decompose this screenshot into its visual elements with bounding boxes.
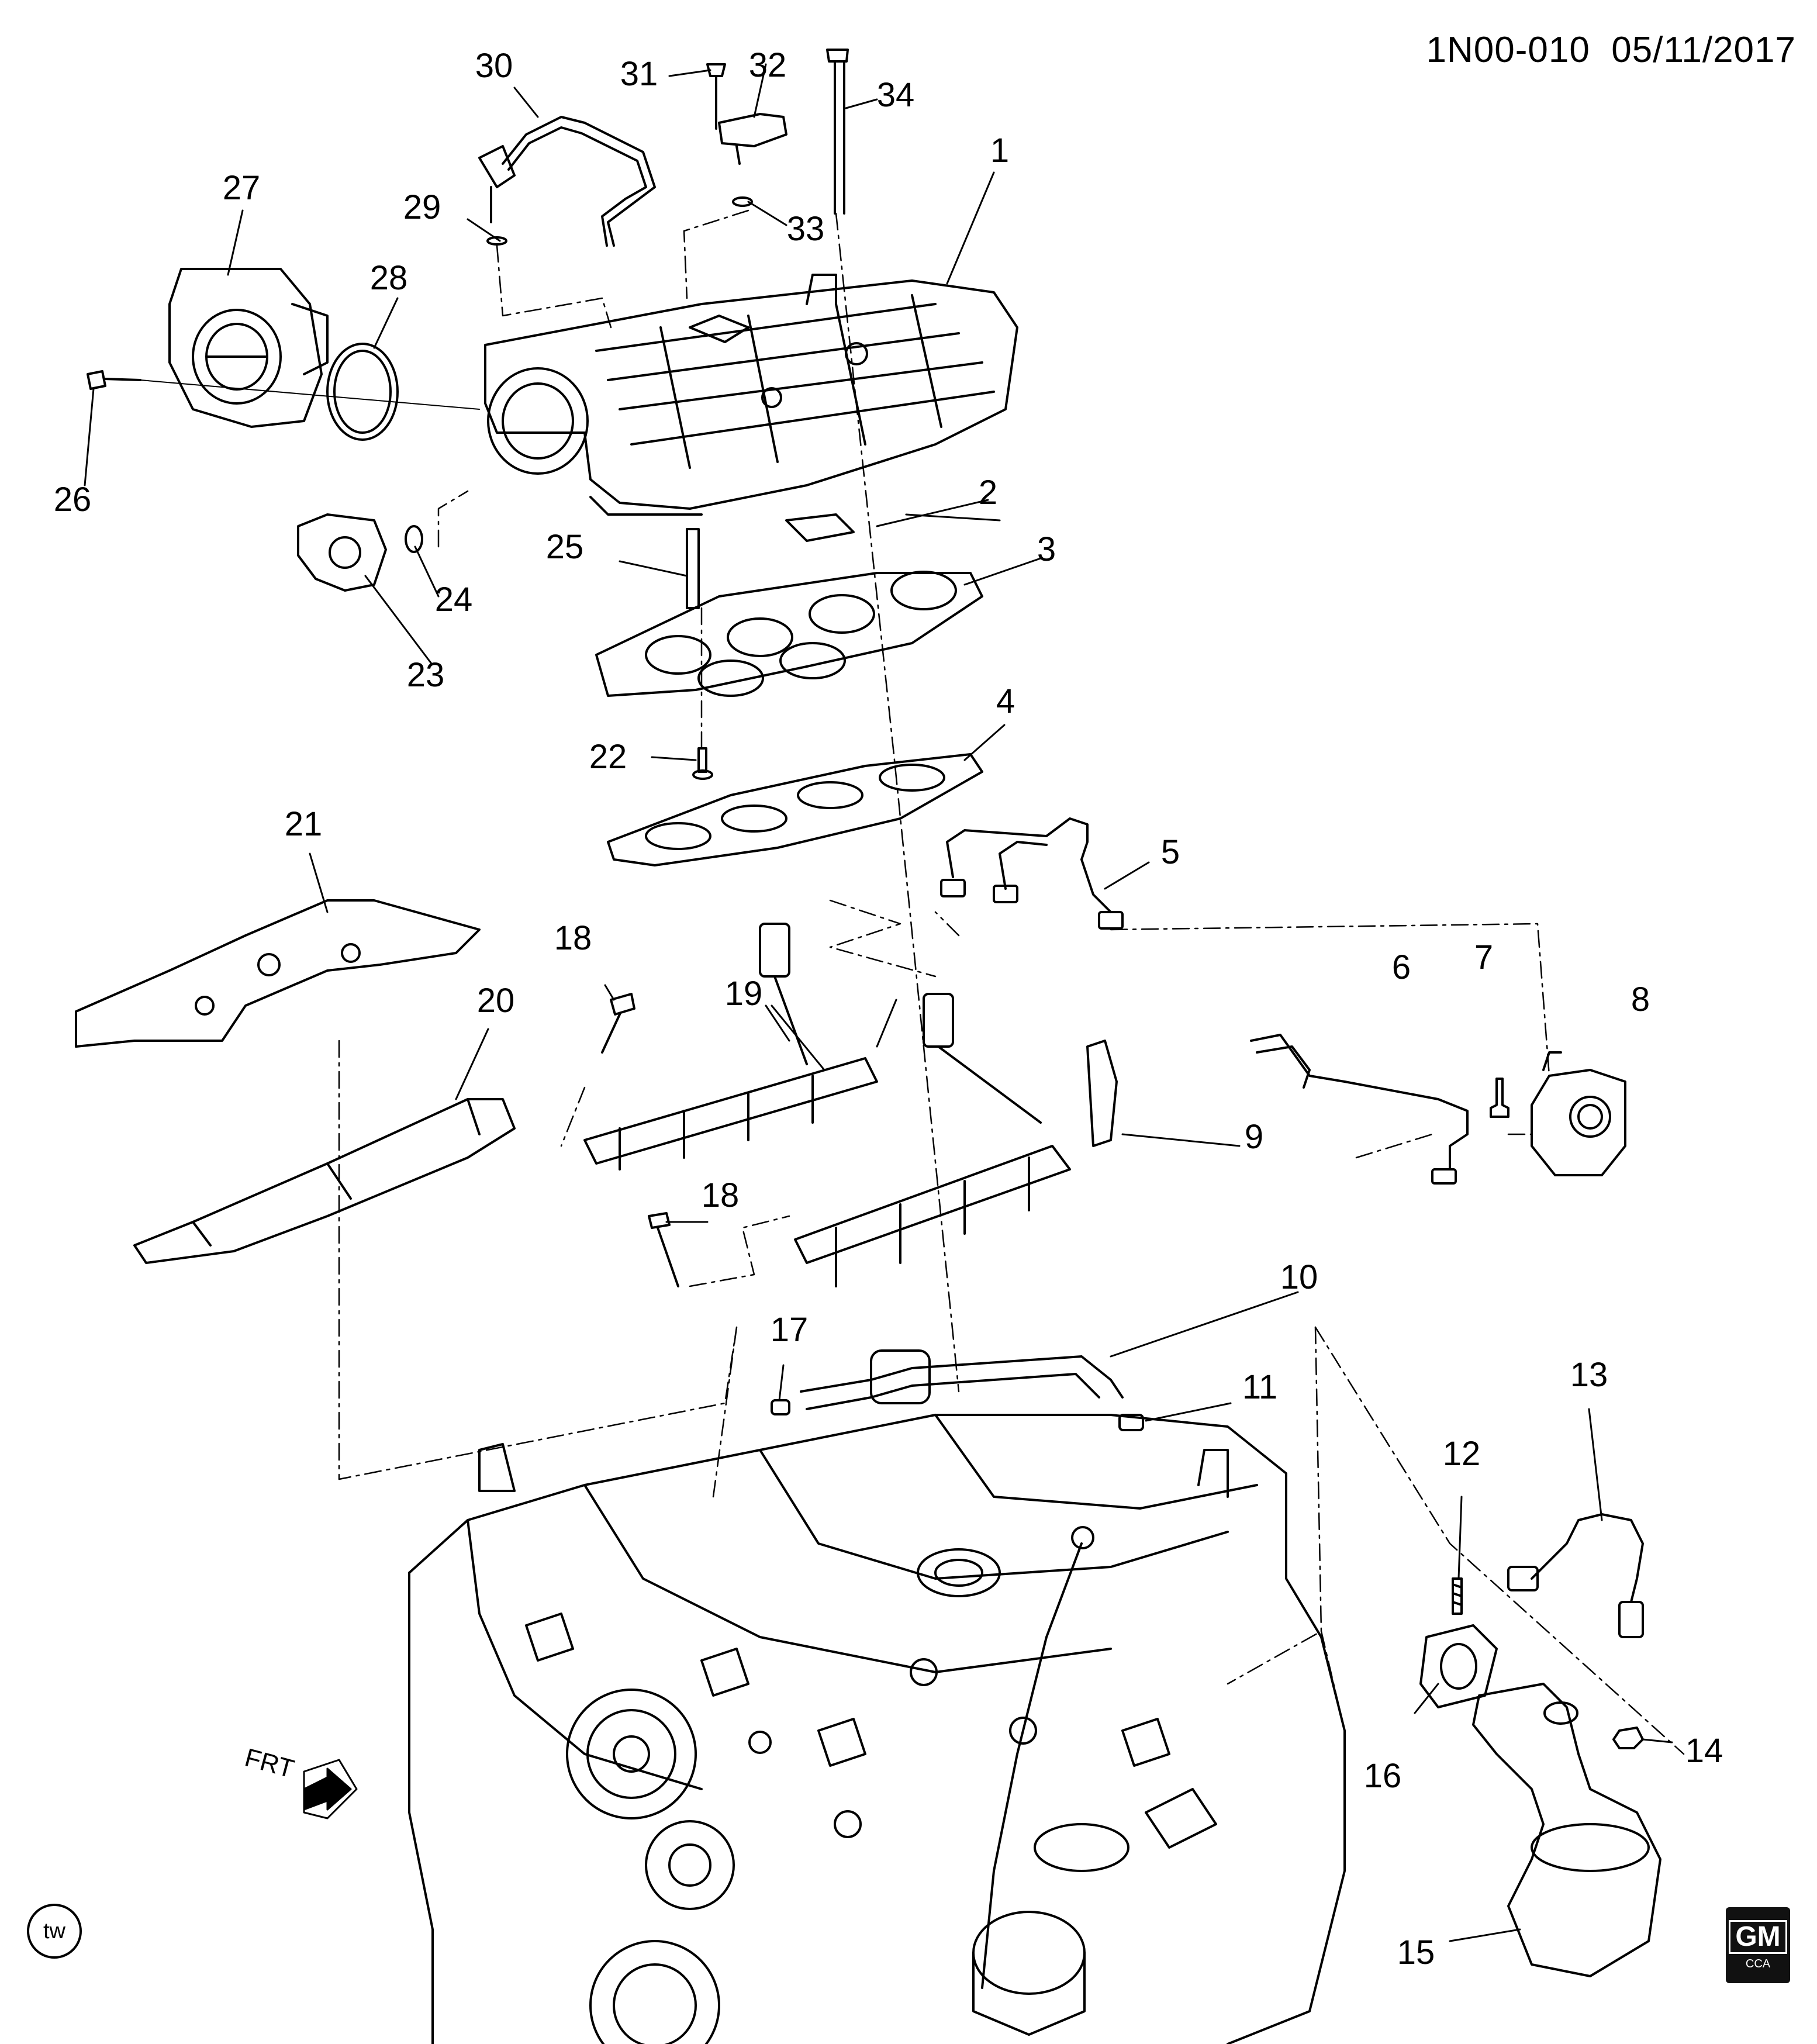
- callout-7: 7: [1474, 938, 1494, 976]
- throttle-o-ring-inner: [333, 350, 392, 434]
- intake-manifold: [484, 274, 1018, 516]
- bolt-7: [1490, 1078, 1509, 1118]
- throttle-o-ring: [326, 343, 399, 441]
- callout-34: 34: [876, 76, 915, 114]
- hose-clamp-17: [771, 1399, 790, 1415]
- tw-label: tw: [43, 1918, 65, 1943]
- callout-29: 29: [403, 188, 441, 226]
- callout-6: 6: [1391, 948, 1411, 986]
- intake-gasket-4: [607, 753, 983, 866]
- callout-8: 8: [1631, 980, 1650, 1018]
- high-pressure-fuel-pump-8: [1531, 1051, 1626, 1176]
- diagram-reference: 1N00-010 05/11/2017: [1426, 29, 1796, 71]
- callout-33: 33: [786, 210, 825, 248]
- callout-18-lower: 18: [701, 1176, 740, 1214]
- purge-solenoid: [297, 513, 423, 592]
- callout-24: 24: [434, 581, 473, 619]
- gm-logo-text: GM: [1729, 1919, 1787, 1954]
- dowel-pin-25: [686, 528, 700, 609]
- gm-logo: GM CCA: [1726, 1907, 1790, 1983]
- callout-28: 28: [369, 259, 408, 297]
- nut-14: [1612, 1727, 1644, 1749]
- oxygen-sensor-13: [1507, 1513, 1644, 1638]
- fuel-pipe-5: [940, 817, 1124, 930]
- diagram-date: 05/11/2017: [1611, 30, 1796, 70]
- engine-assembly: [408, 1414, 1346, 2044]
- callout-2: 2: [978, 474, 998, 512]
- callout-31: 31: [620, 55, 658, 93]
- callout-14: 14: [1685, 1732, 1723, 1770]
- callout-20: 20: [476, 982, 515, 1020]
- map-sensor: [718, 113, 787, 207]
- callout-25: 25: [545, 528, 584, 566]
- callout-17: 17: [770, 1311, 809, 1349]
- callout-3: 3: [1037, 530, 1056, 568]
- callout-12: 12: [1442, 1435, 1481, 1473]
- gasket-2: [785, 513, 855, 542]
- fuel-rail-cover-20: [133, 1098, 516, 1264]
- callout-11: 11: [1242, 1368, 1278, 1406]
- leader-lines: [84, 63, 1673, 1942]
- callout-26: 26: [53, 481, 92, 519]
- fuel-rail-right-9: [794, 993, 1118, 1287]
- throttle-body: [168, 268, 329, 428]
- fuel-feed-pipe-6: [1250, 1034, 1469, 1185]
- bolt-31: [706, 63, 726, 130]
- bolt-18-lower: [648, 1212, 679, 1287]
- callout-9: 9: [1244, 1118, 1264, 1156]
- callout-10: 10: [1280, 1258, 1318, 1296]
- bolt-22: [692, 747, 713, 780]
- bolt-18-upper: [601, 993, 635, 1054]
- tw-badge: tw: [27, 1904, 82, 1959]
- stud-12: [1452, 1577, 1463, 1615]
- callout-1: 1: [990, 132, 1010, 170]
- callout-4: 4: [996, 682, 1015, 720]
- callout-21: 21: [284, 805, 323, 843]
- callout-5: 5: [1160, 833, 1180, 871]
- heat-shield-21: [75, 899, 481, 1048]
- callout-27: 27: [222, 169, 261, 207]
- callout-30: 30: [475, 47, 513, 85]
- front-direction-arrow: [303, 1759, 358, 1819]
- callout-13: 13: [1570, 1356, 1608, 1394]
- crossover-pipe-10: [800, 1349, 1124, 1410]
- cca-label: CCA: [1745, 1957, 1771, 1970]
- intake-spacer-3: [595, 571, 983, 697]
- diagram-code: 1N00-010: [1426, 30, 1590, 70]
- long-bolt-34: [826, 49, 849, 215]
- callout-23: 23: [406, 656, 445, 694]
- catalytic-converter-15: [1472, 1683, 1661, 1977]
- pcv-tube: [478, 116, 656, 247]
- alignment-lines: [338, 209, 1685, 1755]
- callout-16: 16: [1363, 1757, 1402, 1795]
- callout-18-upper: 18: [554, 919, 592, 957]
- callout-19: 19: [724, 975, 763, 1013]
- callout-22: 22: [589, 738, 627, 776]
- callout-15: 15: [1397, 1933, 1435, 1972]
- throttle-bolt: [87, 370, 480, 410]
- fuel-rail-left-19: [583, 923, 878, 1171]
- connector-11: [1118, 1414, 1144, 1431]
- callout-32: 32: [748, 46, 787, 84]
- frt-label: FRT: [242, 1743, 298, 1783]
